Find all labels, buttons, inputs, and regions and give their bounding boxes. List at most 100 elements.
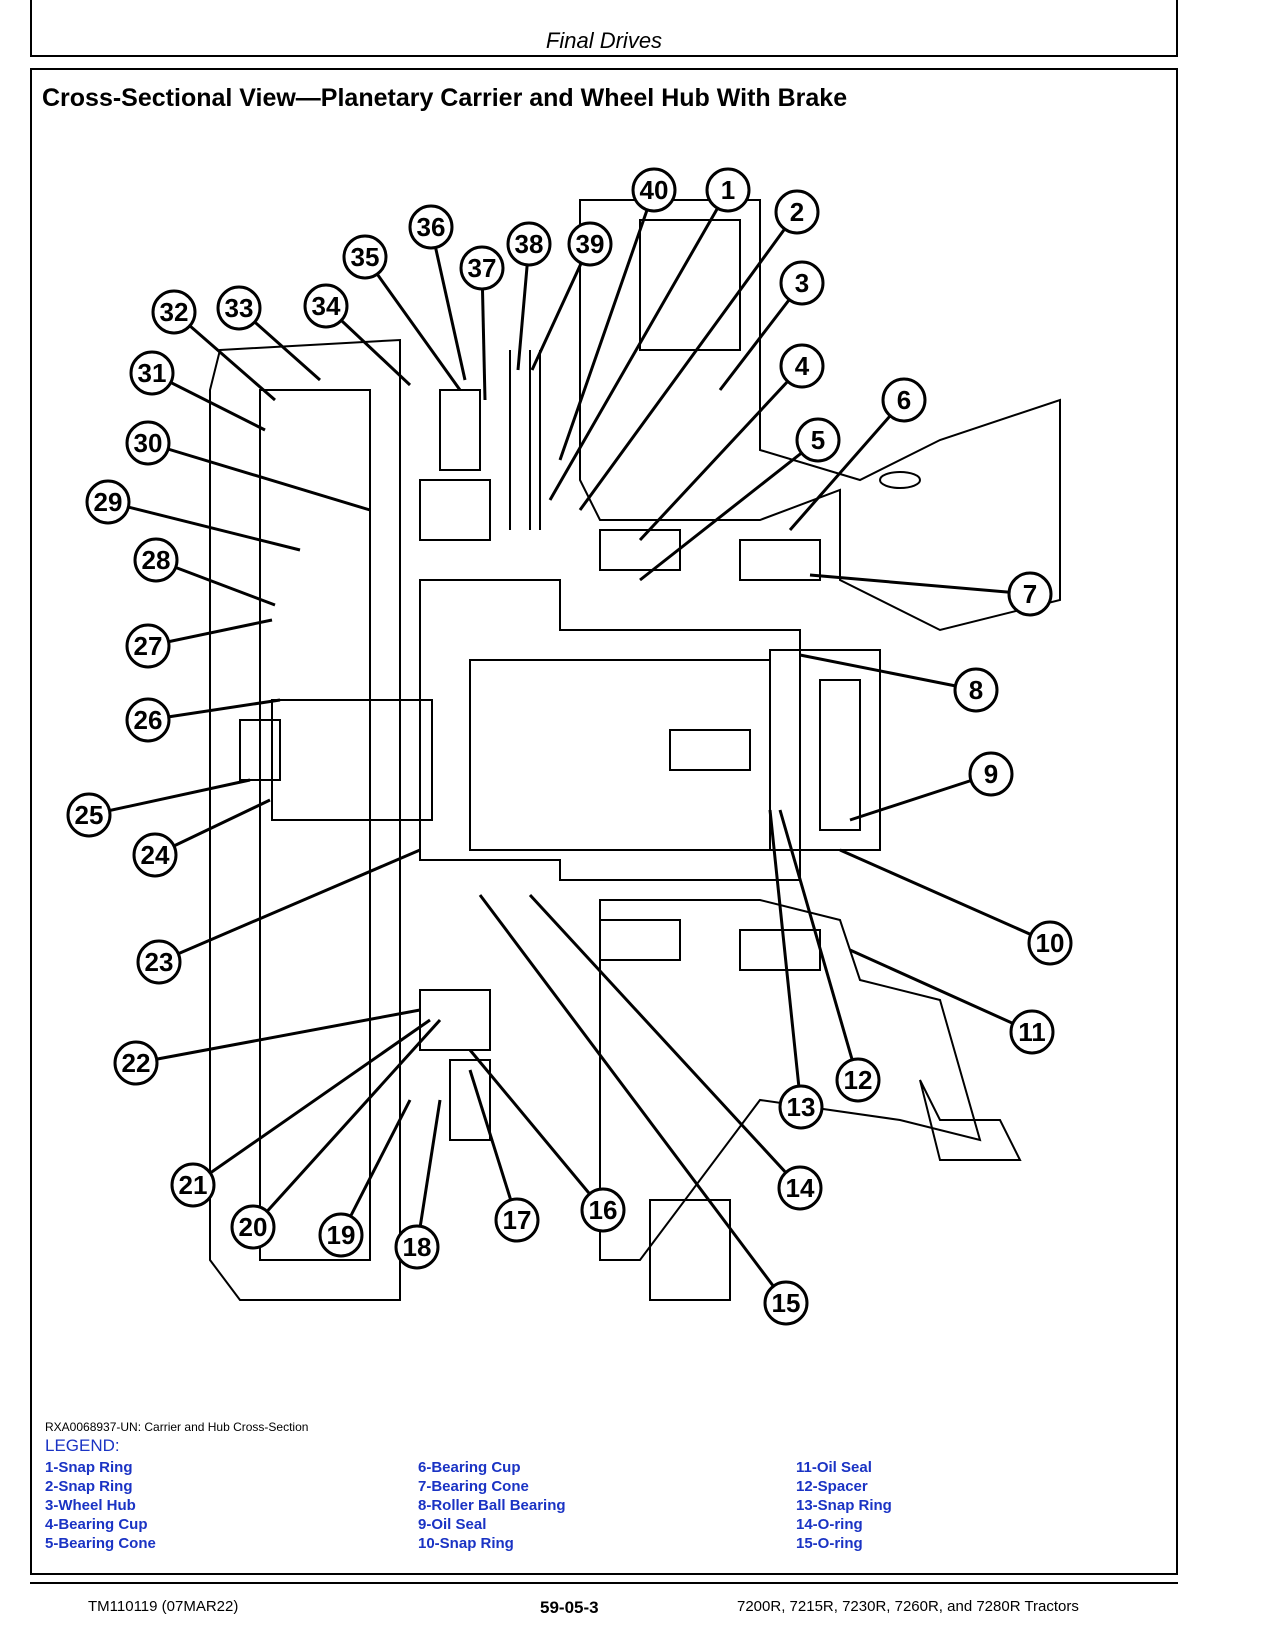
callout-14: 14 (777, 1165, 823, 1211)
legend-item: 2-Snap Ring (45, 1478, 133, 1495)
callout-16: 16 (580, 1187, 626, 1233)
svg-text:13: 13 (787, 1092, 816, 1122)
callout-7: 7 (1007, 571, 1053, 617)
callout-13: 13 (778, 1084, 824, 1130)
callout-leader (558, 189, 656, 461)
svg-text:22: 22 (122, 1048, 151, 1078)
callout-leader (363, 256, 462, 391)
legend-item: 3-Wheel Hub (45, 1497, 136, 1514)
callout-19: 19 (318, 1212, 364, 1258)
callout-leader (768, 809, 803, 1108)
svg-text:19: 19 (327, 1220, 356, 1250)
callout-23: 23 (136, 939, 182, 985)
svg-text:12: 12 (844, 1065, 873, 1095)
callout-leader (849, 772, 992, 822)
section-title: Cross-Sectional View—Planetary Carrier a… (42, 84, 848, 112)
svg-text:3: 3 (795, 268, 809, 298)
callout-leader (849, 948, 1033, 1034)
callout-37: 37 (459, 245, 505, 291)
svg-text:5: 5 (811, 425, 825, 455)
callout-40: 40 (631, 167, 677, 213)
svg-text:24: 24 (141, 840, 170, 870)
legend-item: 14-O-ring (796, 1516, 863, 1533)
callout-24: 24 (132, 832, 178, 878)
svg-text:6: 6 (897, 385, 911, 415)
svg-text:7: 7 (1023, 579, 1037, 609)
callout-25: 25 (66, 792, 112, 838)
svg-text:1: 1 (721, 175, 735, 205)
callout-leader (530, 243, 592, 371)
callout-6: 6 (881, 377, 927, 423)
callout-leader (468, 1069, 519, 1221)
content-frame (30, 68, 1178, 1575)
legend-item: 9-Oil Seal (418, 1516, 487, 1533)
callout-leader (468, 1049, 605, 1211)
svg-text:37: 37 (468, 253, 497, 283)
callout-11: 11 (1009, 1009, 1055, 1055)
footer-models: 7200R, 7215R, 7230R, 7260R, and 7280R Tr… (737, 1598, 1079, 1615)
footer-doc-id: TM110119 (07MAR22) (88, 1598, 239, 1615)
legend-item: 5-Bearing Cone (45, 1535, 156, 1552)
svg-text:16: 16 (589, 1195, 618, 1225)
legend-item: 1-Snap Ring (45, 1459, 133, 1476)
legend-item: 13-Snap Ring (796, 1497, 892, 1514)
svg-text:36: 36 (417, 212, 446, 242)
svg-text:28: 28 (142, 545, 171, 575)
svg-text:2: 2 (790, 197, 804, 227)
callout-leader (788, 399, 906, 531)
callout-21: 21 (170, 1162, 216, 1208)
callout-31: 31 (129, 350, 175, 396)
cross-section-diagram: 1234567891011121314151617181920212223242… (66, 167, 1073, 1326)
callout-12: 12 (835, 1057, 881, 1103)
header-title: Final Drives (545, 28, 663, 53)
svg-text:25: 25 (75, 800, 104, 830)
callout-leader (548, 189, 730, 501)
callout-leader (192, 1018, 431, 1187)
callout-leader (339, 1099, 412, 1236)
callout-18: 18 (394, 1224, 440, 1270)
callout-29: 29 (85, 479, 131, 525)
callout-leader (578, 211, 799, 511)
svg-text:30: 30 (134, 428, 163, 458)
svg-text:35: 35 (351, 242, 380, 272)
legend-column-1: 1-Snap Ring 2-Snap Ring 3-Wheel Hub 4-Be… (45, 1458, 156, 1553)
svg-text:15: 15 (772, 1288, 801, 1318)
callout-27: 27 (125, 623, 171, 669)
callout-22: 22 (113, 1040, 159, 1086)
callout-28: 28 (133, 537, 179, 583)
svg-text:17: 17 (503, 1205, 532, 1235)
callout-leader (147, 441, 371, 512)
callout-leader (158, 848, 421, 964)
svg-text:32: 32 (160, 297, 189, 327)
callout-4: 4 (779, 343, 825, 389)
callout-leader (429, 226, 467, 381)
legend-column-3: 11-Oil Seal 12-Spacer 13-Snap Ring 14-O-… (796, 1458, 892, 1553)
figure-caption: RXA0068937-UN: Carrier and Hub Cross-Sec… (45, 1420, 309, 1434)
svg-text:31: 31 (138, 358, 167, 388)
svg-text:26: 26 (134, 705, 163, 735)
callout-3: 3 (779, 260, 825, 306)
legend-item: 6-Bearing Cup (418, 1459, 521, 1476)
svg-text:14: 14 (786, 1173, 815, 1203)
legend-item: 15-O-ring (796, 1535, 863, 1552)
svg-text:8: 8 (969, 675, 983, 705)
legend-item: 10-Snap Ring (418, 1535, 514, 1552)
callout-34: 34 (303, 283, 349, 329)
svg-text:39: 39 (576, 229, 605, 259)
callout-leader (88, 778, 251, 817)
callout-9: 9 (968, 751, 1014, 797)
callout-10: 10 (1027, 920, 1073, 966)
callout-leader (639, 438, 819, 582)
callout-leader (839, 848, 1051, 945)
svg-text:40: 40 (640, 175, 669, 205)
footer-divider (30, 1582, 1178, 1584)
callout-17: 17 (494, 1197, 540, 1243)
callout-leader (415, 1099, 442, 1248)
callout-leader (107, 500, 301, 552)
callout-20: 20 (230, 1204, 276, 1250)
callout-32: 32 (151, 289, 197, 335)
legend-item: 4-Bearing Cup (45, 1516, 148, 1533)
callout-5: 5 (795, 417, 841, 463)
callout-leader (809, 573, 1031, 596)
callout-leader (799, 653, 977, 692)
